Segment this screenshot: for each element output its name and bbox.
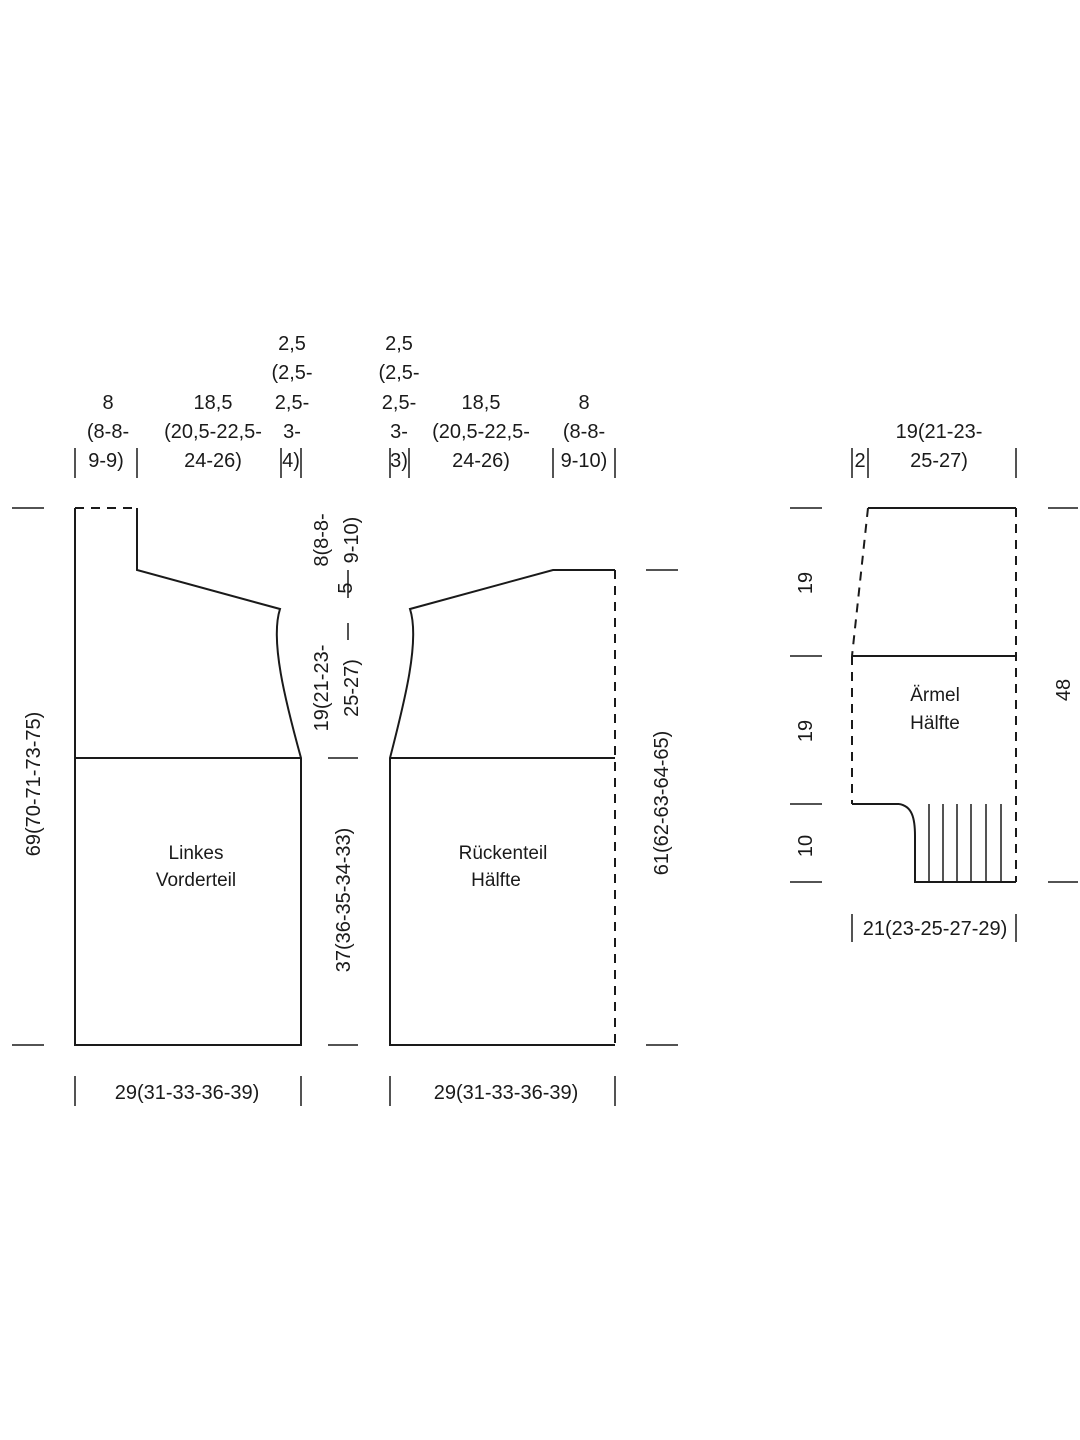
front-outline (74, 508, 302, 1046)
middle-shoulder-slope-1: 8(8-8- (311, 513, 333, 566)
back-edge-dim-4: 3- (390, 421, 408, 443)
sleeve-ribbing (928, 804, 1002, 882)
front-edge-dim-3: 2,5- (275, 392, 309, 414)
front-piece: Linkes Vorderteil (74, 507, 302, 1046)
sleeve-bottom-width: 21(23-25-27-29) (863, 918, 1008, 940)
back-label-line2: Hälfte (471, 870, 521, 891)
front-edge-dim-2: (2,5- (271, 362, 312, 384)
sleeve-bottom-dimension: 21(23-25-27-29) (851, 914, 1017, 942)
front-top-dimensions: 8 (8-8- 9-9) 18,5 (20,5-22,5- 24-26) 2,5… (74, 333, 313, 478)
sleeve-label-line1: Ärmel (910, 685, 960, 706)
middle-shoulder-slope-2: 9-10) (341, 517, 363, 564)
front-neck-dim-2: (20,5-22,5- (164, 421, 262, 443)
back-shoulder-dim-2: (8-8- (563, 421, 605, 443)
front-shoulder-dim-3: 9-9) (88, 450, 124, 472)
sleeve-upper-height: 19 (795, 572, 817, 594)
sleeve-total-height: 48 (1053, 679, 1075, 701)
back-edge-dim-1: 2,5 (385, 333, 413, 355)
sleeve-slanted-dashed-edge (851, 507, 869, 657)
front-neck-dim-1: 18,5 (194, 392, 233, 414)
front-width: 29(31-33-36-39) (115, 1082, 260, 1104)
sleeve-middle-height: 19 (795, 720, 817, 742)
middle-armhole-1: 19(21-23- (311, 645, 333, 732)
back-edge-dim-3: 2,5- (382, 392, 416, 414)
back-edge-dim-2: (2,5- (378, 362, 419, 384)
front-width-dimension: 29(31-33-36-39) (74, 1076, 302, 1106)
back-height-dimension: 61(62-63-64-65) (646, 569, 678, 1046)
back-label-line1: Rückenteil (459, 843, 548, 864)
middle-neck-drop: 5 (335, 582, 357, 593)
middle-armhole-2: 25-27) (341, 659, 363, 717)
front-height-dimension: 69(70-71-73-75) (12, 507, 45, 1046)
back-width-dimension: 29(31-33-36-39) (389, 1076, 616, 1106)
sleeve-top-width-1: 19(21-23- (896, 421, 983, 443)
sleeve-top-offset: 2 (854, 450, 865, 472)
back-piece: Rückenteil Hälfte (389, 569, 616, 1046)
sleeve-top-dimensions: 2 19(21-23- 25-27) (851, 421, 1017, 478)
front-label-line1: Linkes (169, 843, 224, 864)
back-neck-dim-2: (20,5-22,5- (432, 421, 530, 443)
back-total-height: 61(62-63-64-65) (651, 731, 673, 876)
sleeve-left-dimensions: 19 19 10 (790, 507, 822, 883)
sleeve-cuff-curve (898, 803, 1016, 883)
sleeve-cuff-height: 10 (795, 835, 817, 857)
front-edge-dim-1: 2,5 (278, 333, 306, 355)
back-edge-dim-5: 3) (390, 450, 408, 472)
front-shoulder-dim-2: (8-8- (87, 421, 129, 443)
sleeve-top-width-2: 25-27) (910, 450, 968, 472)
front-edge-dim-5: 4) (282, 450, 300, 472)
front-edge-dim-4: 3- (283, 421, 301, 443)
back-outline (389, 569, 615, 1046)
sleeve-label-line2: Hälfte (910, 713, 960, 734)
front-total-height: 69(70-71-73-75) (23, 712, 45, 857)
front-neck-dim-3: 24-26) (184, 450, 242, 472)
back-width: 29(31-33-36-39) (434, 1082, 579, 1104)
back-neck-dim-3: 24-26) (452, 450, 510, 472)
sleeve-piece: Ärmel Hälfte (851, 507, 1017, 883)
back-top-dimensions: 2,5 (2,5- 2,5- 3- 3) 18,5 (20,5-22,5- 24… (378, 333, 616, 478)
middle-dimensions: 8(8-8- 9-10) 5 19(21-23- 25-27) 37(36-35… (311, 513, 363, 1046)
middle-body: 37(36-35-34-33) (333, 828, 355, 973)
sleeve-height-dimension: 48 (1048, 507, 1078, 883)
back-neck-dim-1: 18,5 (462, 392, 501, 414)
front-shoulder-dim-1: 8 (102, 392, 113, 414)
back-shoulder-dim-3: 9-10) (561, 450, 608, 472)
back-shoulder-dim-1: 8 (578, 392, 589, 414)
front-label-line2: Vorderteil (156, 870, 236, 891)
